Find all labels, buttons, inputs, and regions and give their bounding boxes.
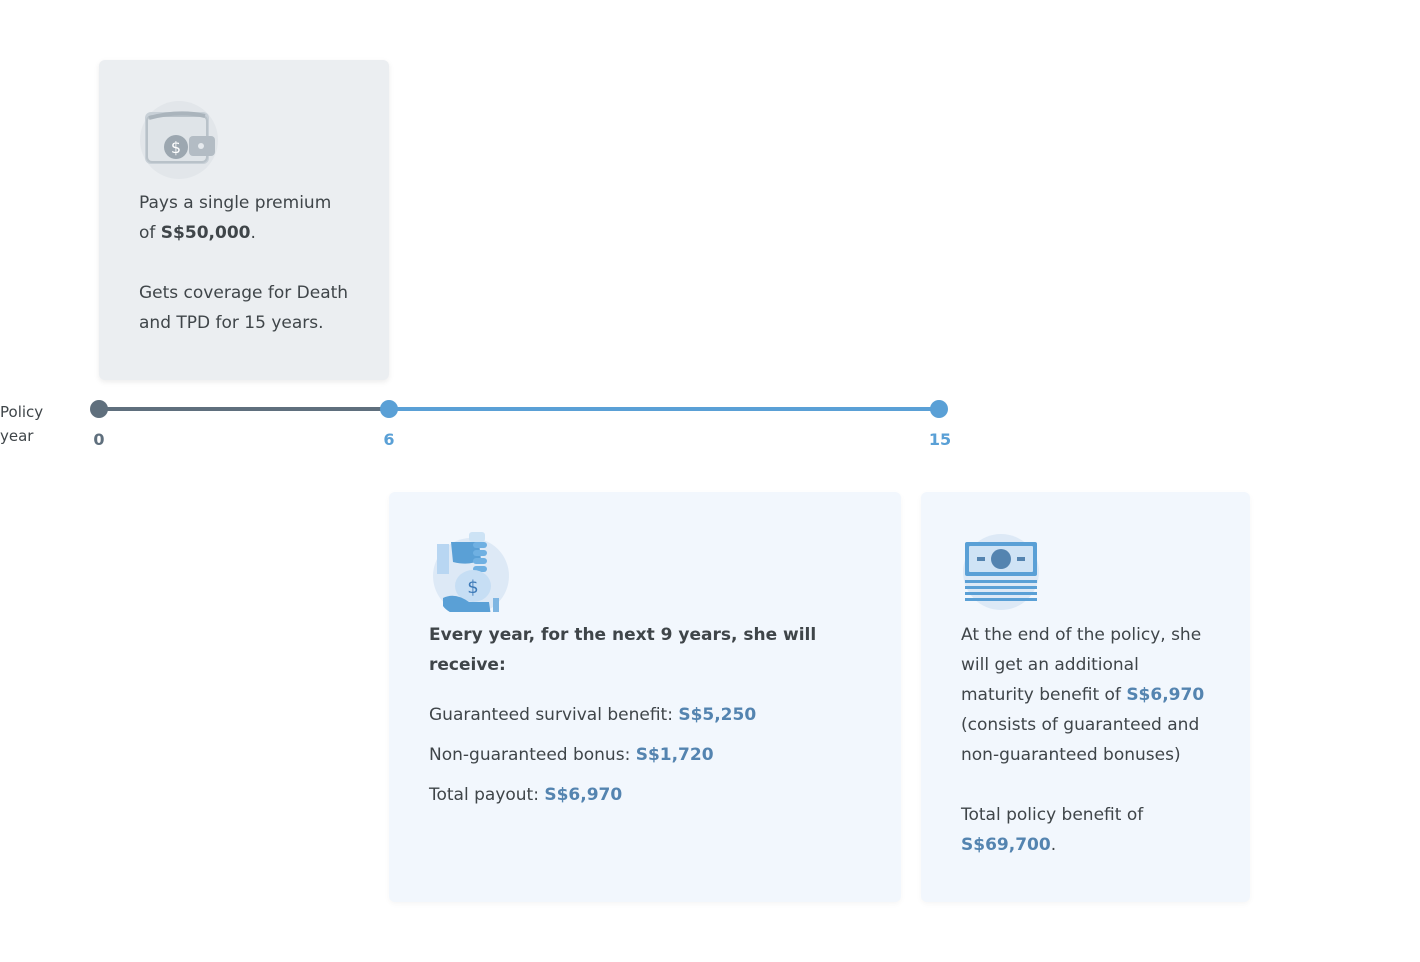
maturity-prefix: At the end of the policy, she will get a… [961,625,1202,705]
annual-item-value: S$1,720 [635,745,714,765]
annual-item-value: S$5,250 [678,705,757,725]
timeline-tick-0: 0 [93,430,105,449]
coverage-text: Gets coverage for Death and TPD for 15 y… [139,283,349,333]
premium-card: $ Pays a single premium of S$50,000. Get… [99,60,389,380]
annual-item-guaranteed: Guaranteed survival benefit: S$5,250 [429,700,861,730]
total-suffix: . [1050,835,1057,855]
premium-suffix: . [250,223,256,243]
timeline-marker-15 [930,400,948,418]
premium-amount: S$50,000 [160,223,251,243]
timeline-axis-label: Policy year [0,403,44,445]
cash-stack-icon [961,532,1041,612]
annual-item-label: Guaranteed survival benefit: [429,705,679,725]
timeline-tick-15: 15 [928,430,952,449]
svg-text:$: $ [171,138,181,157]
annual-item-bonus: Non-guaranteed bonus: S$1,720 [429,740,861,770]
timeline-marker-0 [90,400,108,418]
annual-heading: Every year, for the next 9 years, she wi… [429,625,817,675]
maturity-text: At the end of the policy, she will get a… [961,620,1210,770]
maturity-suffix: (consists of guaranteed and non-guarante… [961,715,1200,765]
money-bag-hand-icon: $ [429,532,509,612]
total-prefix: Total policy benefit of [961,805,1144,825]
annual-item-total: Total payout: S$6,970 [429,780,861,810]
premium-text: Pays a single premium of S$50,000. [139,188,349,248]
total-benefit-text: Total policy benefit of S$69,700. [961,800,1210,860]
annual-item-label: Non-guaranteed bonus: [429,745,636,765]
total-amount: S$69,700 [961,835,1051,855]
svg-text:$: $ [467,577,478,598]
premium-prefix: Pays a single premium of [139,193,332,243]
wallet-icon: $ [139,100,219,180]
annual-payout-card: $ Every year, for the next 9 years, she … [389,492,901,902]
timeline-tick-6: 6 [383,430,395,449]
timeline-track [90,400,948,418]
maturity-card: At the end of the policy, she will get a… [921,492,1250,902]
timeline-marker-6 [380,400,398,418]
maturity-amount: S$6,970 [1126,685,1205,705]
annual-item-label: Total payout: [429,785,545,805]
annual-item-value: S$6,970 [544,785,623,805]
